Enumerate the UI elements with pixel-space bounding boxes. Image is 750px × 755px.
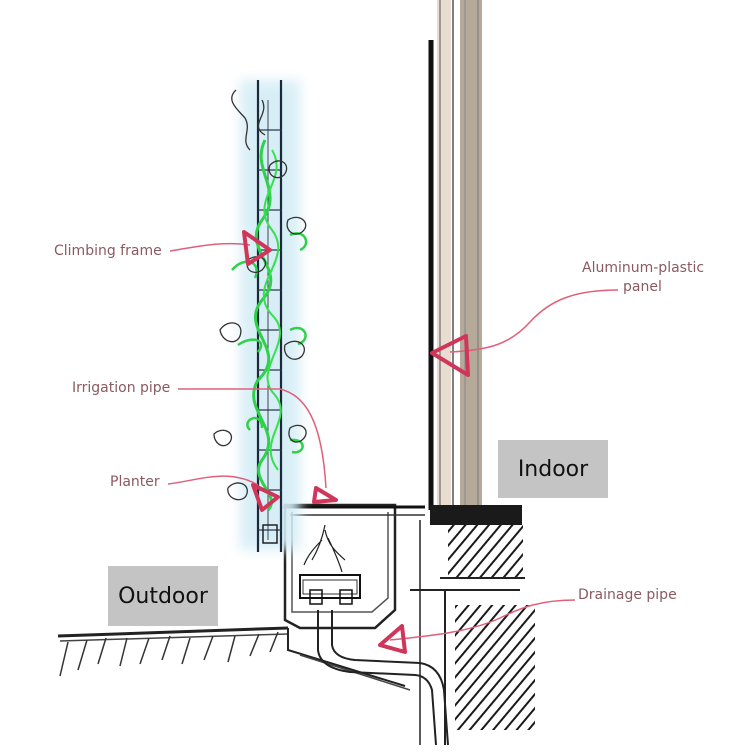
drainage-pipe-shape xyxy=(317,610,449,746)
drainage-pipe-label: Drainage pipe xyxy=(578,587,677,603)
irrigation-pipe-label: Irrigation pipe xyxy=(72,380,171,396)
arrow-heads xyxy=(242,230,470,654)
floor-slab xyxy=(410,505,535,745)
planter-label: Planter xyxy=(110,474,160,490)
aluminum-plastic-label-line2: panel xyxy=(623,279,662,295)
indoor-wall xyxy=(428,0,482,510)
outdoor-zone-box: Outdoor xyxy=(108,566,218,626)
leader-lines xyxy=(167,242,619,641)
planter-box xyxy=(283,503,425,630)
climbing-plant xyxy=(213,89,308,512)
climbing-frame-label: Climbing frame xyxy=(54,243,162,259)
frame-glow xyxy=(240,80,300,550)
indoor-zone-box: Indoor xyxy=(498,440,608,498)
outdoor-ground xyxy=(57,626,411,691)
aluminum-plastic-label-line1: Aluminum-plastic xyxy=(582,260,705,276)
